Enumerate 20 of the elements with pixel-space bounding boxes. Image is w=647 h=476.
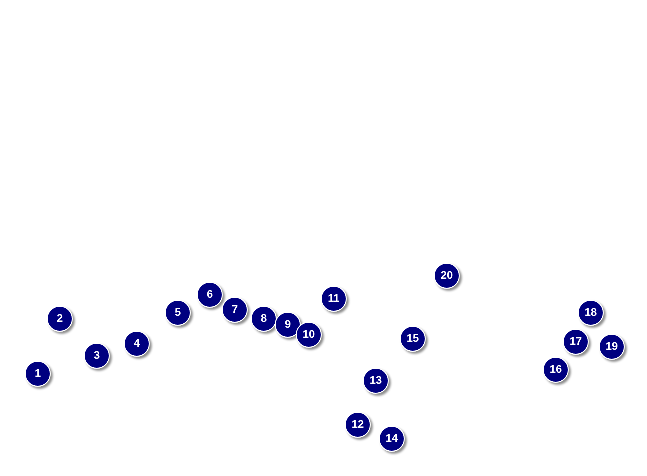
callout-number: 16 <box>543 357 569 383</box>
callout-number: 5 <box>165 300 191 326</box>
callout-number: 10 <box>296 322 322 348</box>
callout-number: 4 <box>124 331 150 357</box>
callout-number: 6 <box>197 282 223 308</box>
callout-number: 11 <box>321 286 347 312</box>
callout-number: 17 <box>563 329 589 355</box>
callout-number: 3 <box>84 343 110 369</box>
callout-number: 15 <box>400 326 426 352</box>
callout-number: 19 <box>599 334 625 360</box>
callout-number: 12 <box>345 412 371 438</box>
callout-number: 1 <box>25 361 51 387</box>
callout-number: 7 <box>222 297 248 323</box>
callout-number: 14 <box>379 426 405 452</box>
callout-number: 2 <box>47 306 73 332</box>
callout-number: 18 <box>578 300 604 326</box>
callout-number: 8 <box>251 306 277 332</box>
callout-number: 9 <box>275 312 301 338</box>
callout-number: 13 <box>363 368 389 394</box>
callout-number: 20 <box>434 263 460 289</box>
